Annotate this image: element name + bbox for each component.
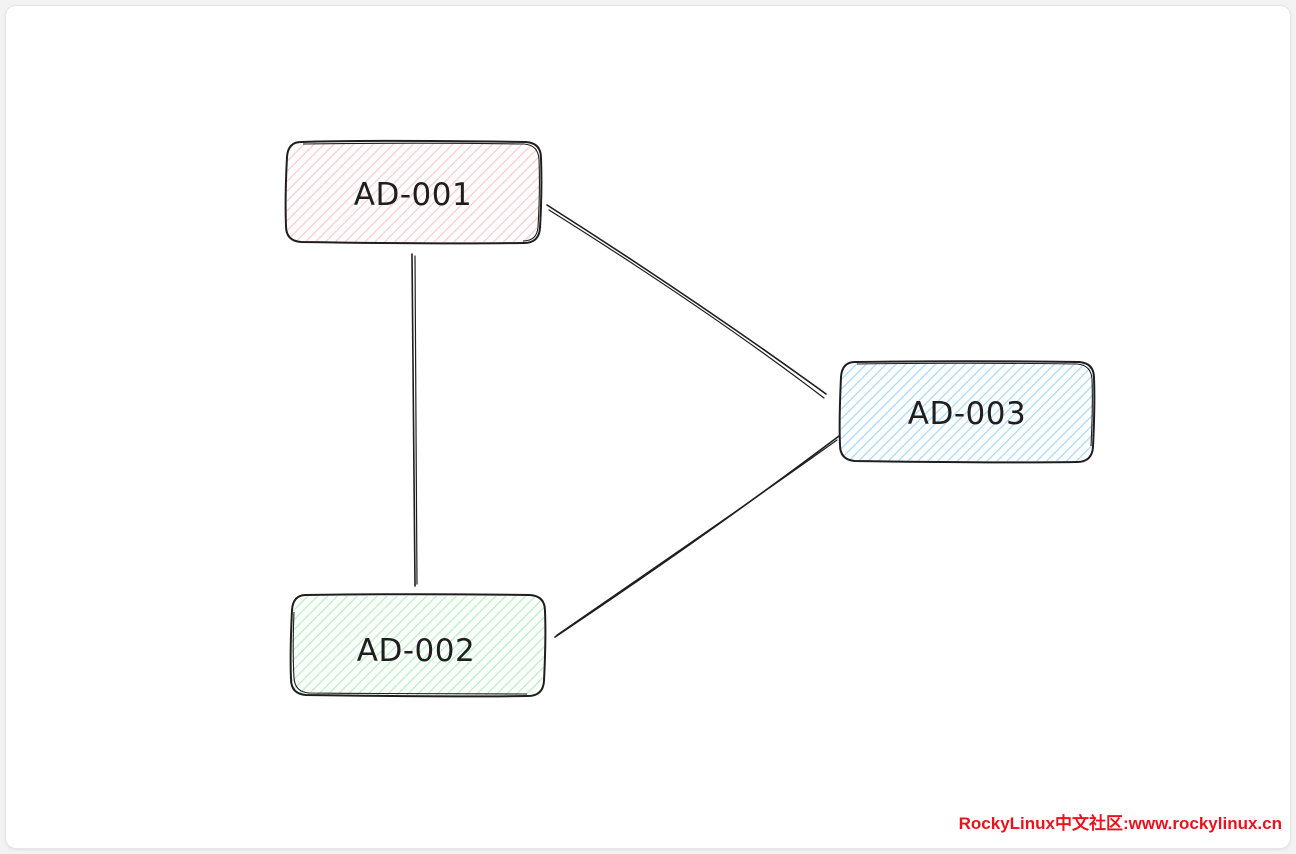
diagram-canvas: AD-001 AD-002 AD-003 RockyLinux中文社区:www.… bbox=[6, 6, 1290, 848]
watermark-text: RockyLinux中文社区:www.rockylinux.cn bbox=[958, 814, 1282, 833]
edge-ad001-ad003 bbox=[546, 204, 827, 399]
node-label-ad-001: AD-001 bbox=[354, 177, 472, 213]
edge-ad001-ad002 bbox=[411, 253, 418, 587]
node-ad-003[interactable]: AD-003 bbox=[838, 360, 1096, 464]
network-diagram: AD-001 AD-002 AD-003 bbox=[284, 139, 1096, 698]
node-ad-001[interactable]: AD-001 bbox=[284, 139, 543, 245]
node-label-ad-003: AD-003 bbox=[908, 396, 1026, 432]
edge-ad002-ad003 bbox=[554, 435, 840, 638]
node-ad-002[interactable]: AD-002 bbox=[289, 593, 547, 698]
node-label-ad-002: AD-002 bbox=[357, 633, 475, 669]
